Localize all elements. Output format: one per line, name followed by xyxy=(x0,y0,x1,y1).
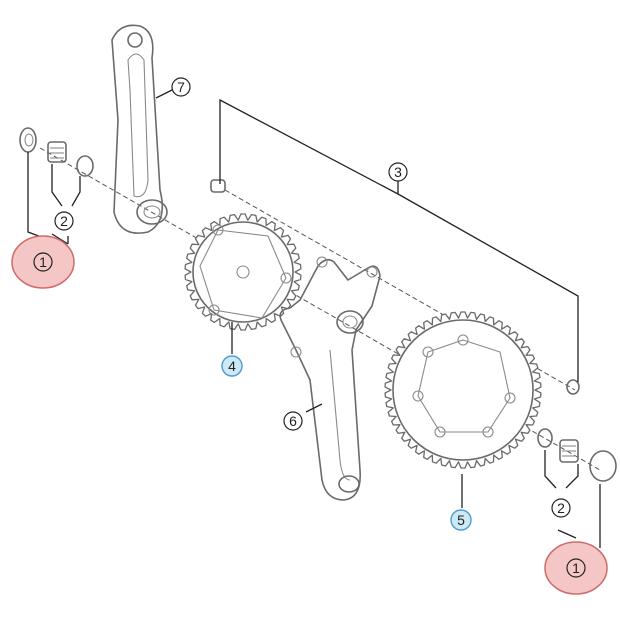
left-crank-arm xyxy=(111,24,168,234)
large-chainring-teeth xyxy=(384,311,542,469)
callout-1-left-highlight xyxy=(11,235,75,289)
left-fixing-bolt-set xyxy=(19,127,94,177)
callout-1-right-highlight xyxy=(544,541,608,595)
small-chainring xyxy=(184,213,302,331)
callout-4-highlight xyxy=(221,355,243,377)
callout-1-left: 1 xyxy=(11,235,75,289)
callout-6-label: 6 xyxy=(289,413,297,429)
callout-4-label: 4 xyxy=(228,358,236,374)
callout-1-right: 1 xyxy=(544,541,608,595)
callout-5-highlight xyxy=(450,509,472,531)
callout-3: 3 xyxy=(388,162,408,182)
callout-7: 7 xyxy=(171,77,191,97)
callout-2-right: 2 xyxy=(551,498,571,518)
callout-3-label: 3 xyxy=(394,164,402,180)
callout-1-left-label: 1 xyxy=(39,254,47,270)
large-chainring xyxy=(384,311,542,469)
callout-7-label: 7 xyxy=(177,79,185,95)
chainring-bolt-set xyxy=(210,179,580,395)
leader-lines xyxy=(27,89,601,548)
callout-5: 5 xyxy=(450,509,472,531)
callout-2-left: 2 xyxy=(54,211,74,231)
callout-2-left-label: 2 xyxy=(60,213,68,229)
callout-1-right-label: 1 xyxy=(572,560,580,576)
right-fixing-bolt-set xyxy=(537,428,617,482)
callout-4: 4 xyxy=(221,355,243,377)
right-crank-arm-spider xyxy=(279,256,381,501)
callout-5-label: 5 xyxy=(457,512,465,528)
callout-2-right-label: 2 xyxy=(557,500,565,516)
callout-6: 6 xyxy=(283,411,303,431)
